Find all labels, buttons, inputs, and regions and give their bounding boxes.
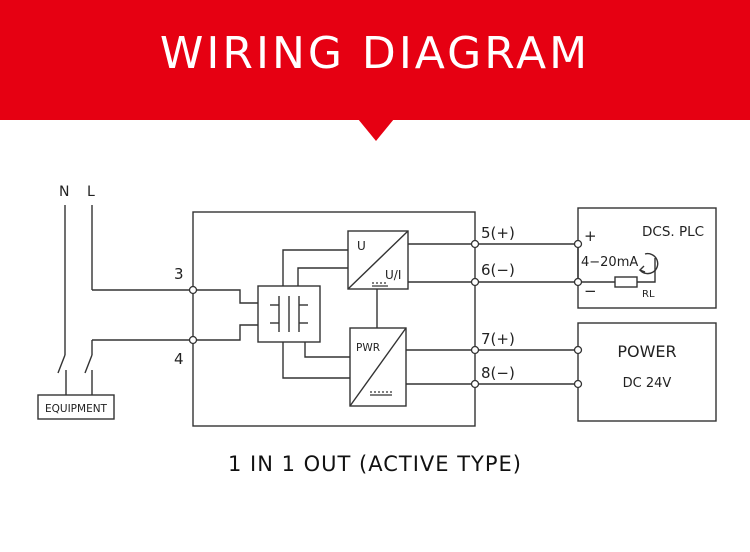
- current-loop-arrowhead: [638, 265, 646, 273]
- header-banner: [0, 0, 750, 120]
- resistor-rl: [614, 276, 638, 288]
- label-terminal-7: 7(+): [481, 330, 515, 348]
- label-terminal-4: 4: [174, 350, 184, 368]
- power-diagonal: [349, 327, 407, 407]
- label-dcs-plc: DCS. PLC: [642, 224, 704, 240]
- label-terminal-8: 8(−): [481, 364, 515, 382]
- terminal-power-plus: [573, 345, 583, 355]
- label-equipment: EQUIPMENT: [45, 403, 108, 415]
- isolation-block: [257, 285, 321, 343]
- terminal-3: [188, 285, 198, 295]
- equipment-box: [37, 394, 115, 420]
- terminal-6: [470, 277, 480, 287]
- label-converter-in: U: [357, 239, 366, 253]
- label-converter-out: U/I: [385, 268, 401, 282]
- terminal-5: [470, 239, 480, 249]
- terminal-plc-plus: [573, 239, 583, 249]
- label-plc-minus: −: [584, 282, 597, 300]
- label-pwr: PWR: [356, 342, 380, 354]
- label-signal: 4−20mA: [581, 255, 638, 270]
- terminal-power-minus: [573, 379, 583, 389]
- label-terminal-6: 6(−): [481, 261, 515, 279]
- module-box: [192, 211, 476, 427]
- power-supply-box: [577, 322, 717, 422]
- label-terminal-5: 5(+): [481, 224, 515, 242]
- dcs-loop-return: [637, 258, 656, 283]
- diagram-caption: 1 IN 1 OUT (ACTIVE TYPE): [227, 452, 523, 476]
- label-power: POWER: [617, 342, 676, 361]
- power-block: [349, 327, 407, 407]
- label-l: L: [87, 184, 95, 200]
- label-rl: RL: [642, 289, 655, 300]
- wire-3-isolator: [193, 289, 258, 304]
- converter-diagonal: [347, 230, 409, 290]
- wire-4-isolator: [193, 324, 258, 341]
- terminal-7: [470, 345, 480, 355]
- terminal-4: [188, 335, 198, 345]
- wire-isolator-converter-1: [282, 249, 348, 286]
- label-n: N: [59, 184, 69, 200]
- wire-isolator-converter-2: [297, 267, 348, 286]
- current-loop-arc: [639, 252, 659, 275]
- page-title: WIRING DIAGRAM: [159, 28, 591, 79]
- switch-l: [84, 354, 93, 374]
- label-terminal-3: 3: [174, 265, 184, 283]
- wire-pwr-1: [304, 342, 350, 358]
- label-plc-plus: +: [584, 227, 597, 245]
- label-power-spec: DC 24V: [623, 376, 672, 391]
- header-pointer: [358, 119, 394, 141]
- converter-block: [347, 230, 409, 290]
- terminal-8: [470, 379, 480, 389]
- switch-n: [57, 354, 66, 374]
- wire-pwr-2: [282, 342, 350, 379]
- terminal-plc-minus: [573, 277, 583, 287]
